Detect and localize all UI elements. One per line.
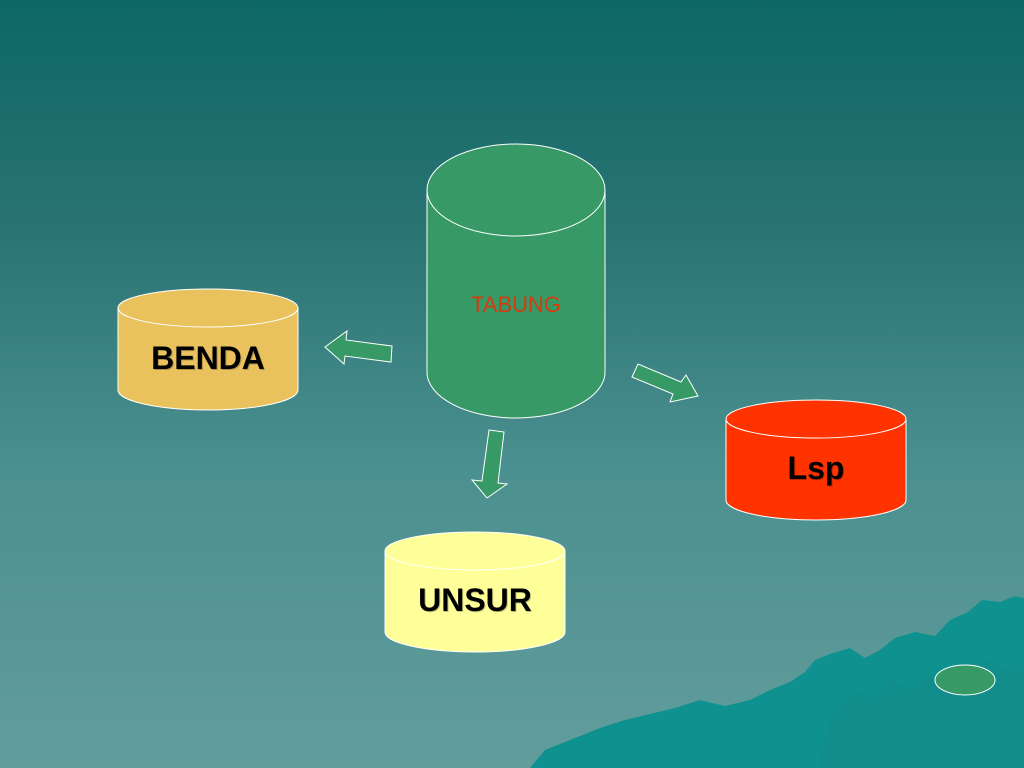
arrow-to-benda — [324, 329, 393, 366]
arrow-to-unsur — [470, 429, 509, 499]
arrow-to-lsp — [631, 363, 699, 403]
lsp-cylinder — [725, 399, 907, 521]
benda-cylinder — [117, 288, 299, 411]
benda-label: BENDA — [151, 340, 265, 376]
lsp-label: Lsp — [787, 450, 845, 486]
decor-oval — [934, 664, 996, 696]
tabung-cylinder — [426, 143, 606, 419]
unsur-cylinder — [384, 531, 566, 653]
tabung-label: TABUNG — [470, 292, 562, 317]
unsur-label: UNSUR — [418, 582, 532, 618]
